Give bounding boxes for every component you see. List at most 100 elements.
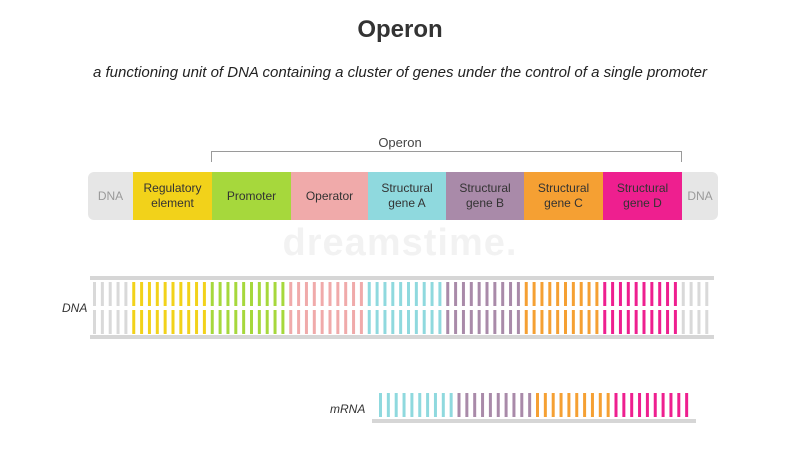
dna-base-pair-bottom (579, 310, 583, 334)
dna-base-pair-top (666, 282, 670, 306)
dna-base-pair-bottom (611, 310, 615, 334)
dna-base-pair-top (509, 282, 513, 306)
mrna-base (614, 393, 618, 417)
mrna-base (536, 393, 539, 417)
dna-base-pair-bottom (234, 310, 238, 334)
dna-base-pair-bottom (454, 310, 458, 334)
dna-base-pair-top (438, 282, 442, 306)
dna-base-pair-top (532, 282, 536, 306)
mrna-base (457, 393, 461, 417)
segment-label-line: gene D (623, 196, 662, 210)
dna-base-pair-top (132, 282, 136, 306)
mrna-base (426, 393, 430, 417)
mrna-base (598, 393, 602, 417)
dna-base-pair-bottom (493, 310, 497, 334)
mrna-base (402, 393, 406, 417)
dna-base-pair-top (116, 282, 120, 306)
dna-base-pair-top (297, 282, 301, 306)
dna-base-pair-top (650, 282, 654, 306)
mrna-base (496, 393, 500, 417)
dna-base-pair-top (571, 282, 575, 306)
page-subtitle: a functioning unit of DNA containing a c… (93, 64, 707, 81)
dna-base-pair-top (681, 282, 685, 306)
dna-base-pair-top (697, 282, 701, 306)
dna-base-pair-bottom (320, 310, 324, 334)
dna-base-pair-top (587, 282, 591, 306)
mrna-base (528, 393, 532, 417)
dna-base-pair-top (540, 282, 544, 306)
dna-base-pair-top (336, 282, 340, 306)
dna-base-pair-bottom (281, 310, 285, 334)
dna-base-pair-bottom (124, 310, 128, 334)
segment-label-line: Structural (459, 181, 511, 195)
dna-base-pair-top (265, 282, 269, 306)
dna-base-pair-top (548, 282, 552, 306)
segment-label-line: Promoter (226, 188, 277, 203)
dna-base-pair-top (461, 282, 465, 306)
segment-label: DNA (98, 189, 123, 204)
dna-base-pair-bottom (297, 310, 301, 334)
dna-base-pair-bottom (642, 310, 646, 334)
dna-base-pair-bottom (540, 310, 544, 334)
dna-base-pair-bottom (446, 310, 450, 334)
dna-base-pair-bottom (414, 310, 418, 334)
dna-base-pair-top (147, 282, 151, 306)
dna-base-pair-bottom (187, 310, 191, 334)
dna-base-pair-bottom (548, 310, 552, 334)
dna-base-pair-bottom (93, 310, 96, 334)
segment-promoter: Promoter (212, 172, 291, 220)
dna-base-pair-top (454, 282, 458, 306)
dna-base-pair-bottom (469, 310, 473, 334)
dna-base-pair-bottom (171, 310, 175, 334)
watermark: dreamstime. (282, 222, 518, 264)
dna-base-pair-bottom (218, 310, 222, 334)
segment-label-line: Structural (616, 181, 669, 195)
dna-base-pair-bottom (509, 310, 513, 334)
dna-base-pair-bottom (603, 310, 607, 334)
dna-base-pair-bottom (407, 310, 410, 334)
dna-base-pair-bottom (352, 310, 356, 334)
dna-base-pair-top (611, 282, 615, 306)
dna-base-pair-bottom (461, 310, 465, 334)
dna-base-pair-top (273, 282, 277, 306)
segment-label: Promoter (227, 189, 276, 204)
dna-base-pair-bottom (626, 310, 630, 334)
mrna-base (669, 393, 673, 417)
dna-base-pair-bottom (265, 310, 269, 334)
dna-base-pair-bottom (147, 310, 151, 334)
dna-base-pair-bottom (210, 310, 214, 334)
dna-base-pair-bottom (273, 310, 277, 334)
dna-base-pair-top (250, 282, 253, 306)
dna-base-pair-top (155, 282, 159, 306)
dna-base-pair-top (218, 282, 222, 306)
dna-base-pair-top (705, 282, 709, 306)
segment-label-line: Operator (305, 188, 354, 203)
mrna-base (638, 393, 642, 417)
mrna-base (677, 393, 681, 417)
segment-dna-right: DNA (682, 172, 718, 220)
mrna-base (630, 393, 634, 417)
dna-base-pair-bottom (556, 310, 560, 334)
dna-base-pair-bottom (477, 310, 481, 334)
dna-base-pair-top (202, 282, 206, 306)
dna-base-pair-bottom (383, 310, 387, 334)
dna-base-pair-bottom (163, 310, 167, 334)
segment-label-line: DNA (97, 188, 124, 203)
dna-base-pair-bottom (532, 310, 536, 334)
dna-base-pair-top (320, 282, 324, 306)
dna-base-pair-top (564, 282, 567, 306)
dna-backbone-bottom (90, 335, 714, 339)
dna-base-pair-top (446, 282, 450, 306)
dna-base-pair-bottom (634, 310, 638, 334)
dna-base-pair-bottom (367, 310, 371, 334)
mrna-base (394, 393, 398, 417)
dna-base-pair-top (642, 282, 646, 306)
dna-base-pair-bottom (140, 310, 144, 334)
mrna-base (441, 393, 445, 417)
